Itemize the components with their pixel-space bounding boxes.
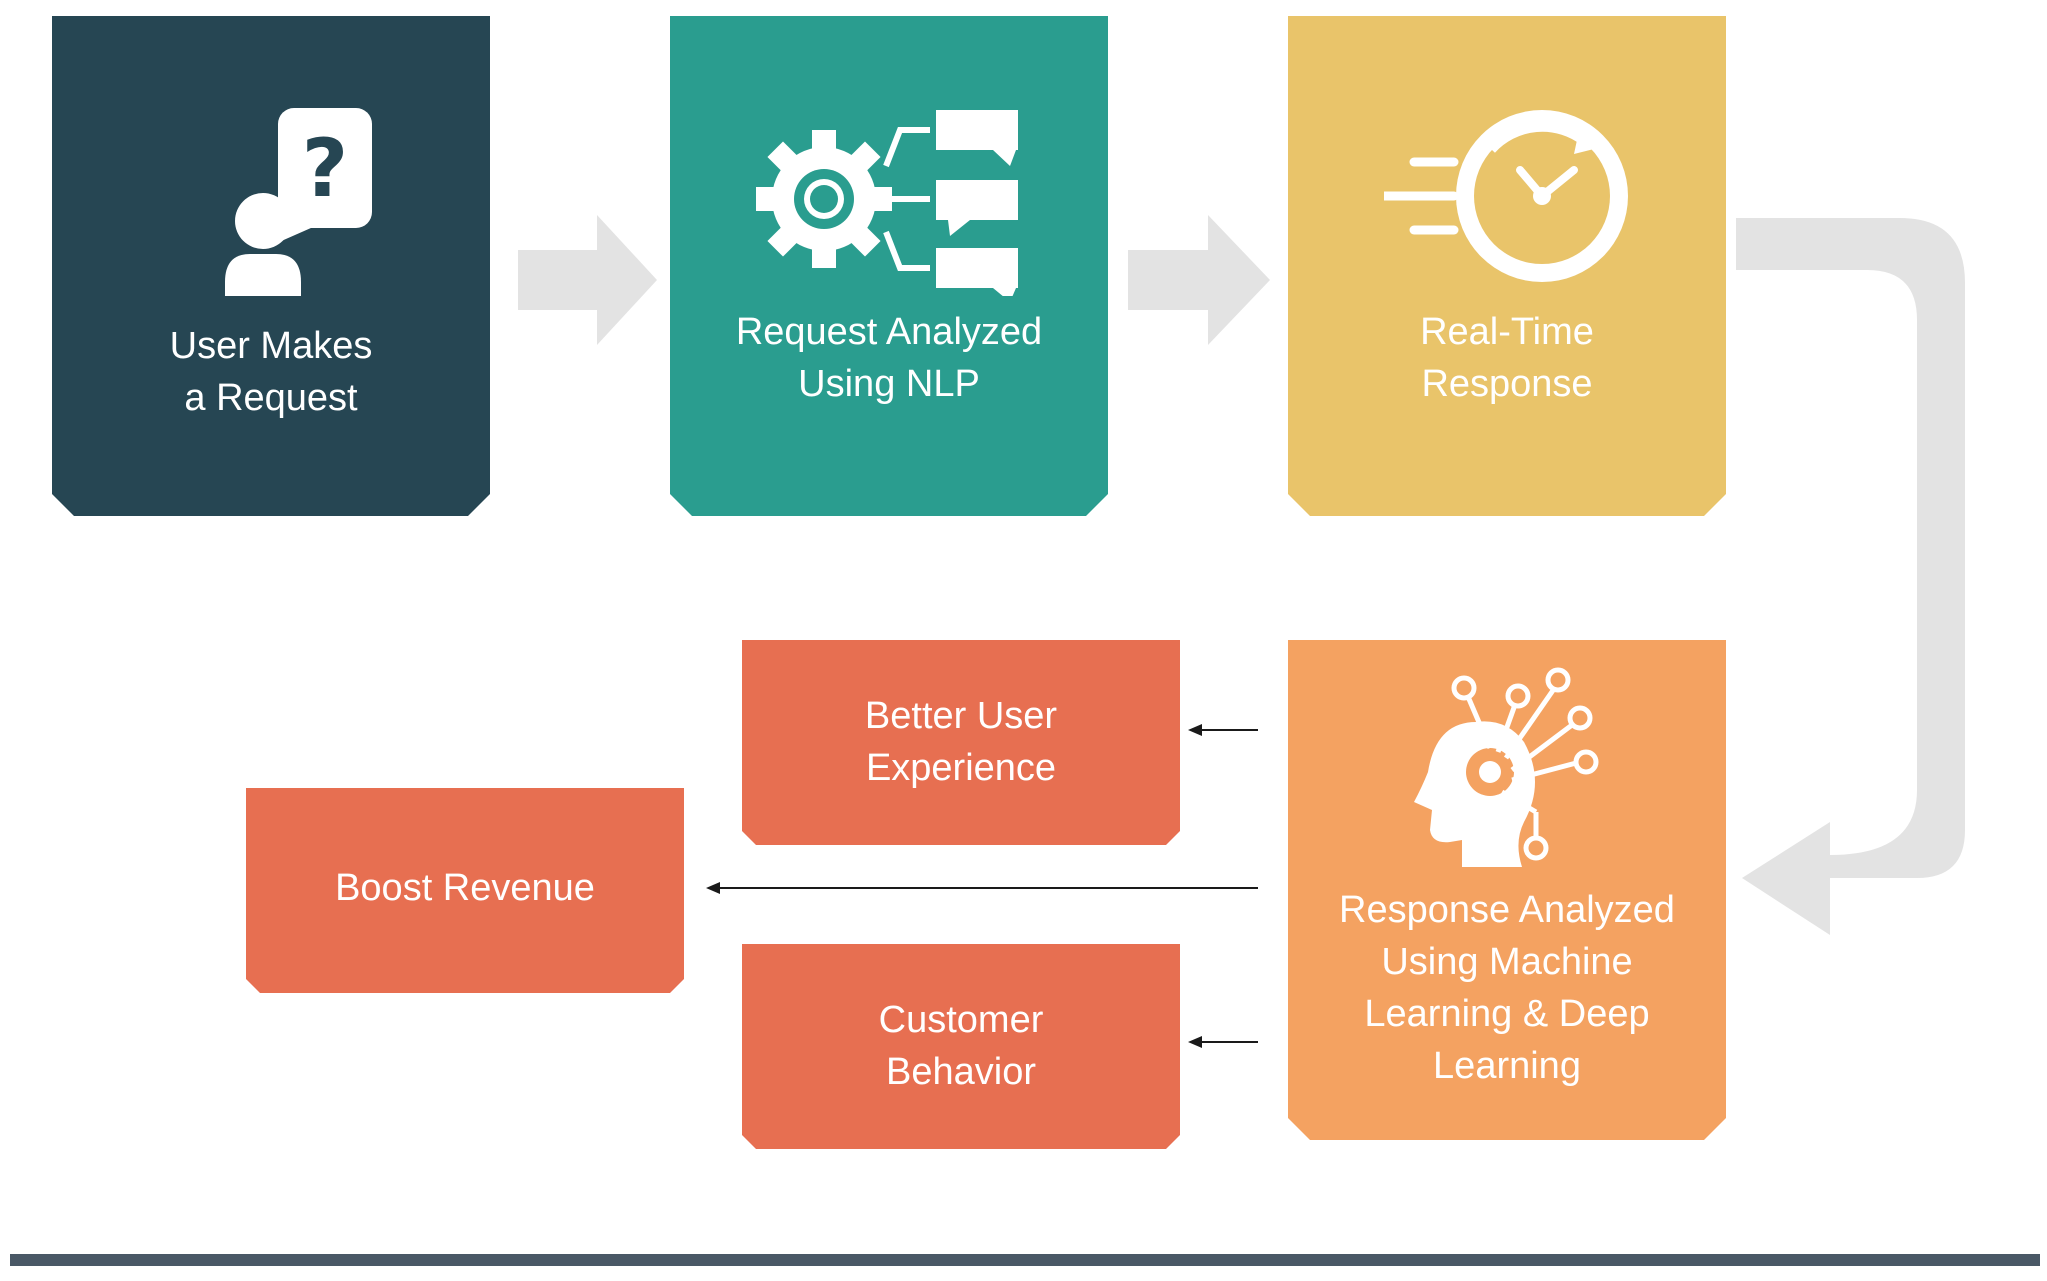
step-ml-analysis-label: Response Analyzed Using Machine Learning… bbox=[1339, 889, 1675, 1087]
bottom-divider bbox=[10, 1254, 2040, 1266]
outcome-revenue: Boost Revenue bbox=[246, 788, 684, 993]
stopwatch-icon bbox=[1384, 96, 1644, 306]
arrow-step1-to-step2 bbox=[518, 215, 657, 345]
step-user-request: ? User Makes a Request bbox=[52, 16, 490, 516]
step-nlp-analysis: Request Analyzed Using NLP bbox=[670, 16, 1108, 516]
arrow-to-behavior-head bbox=[1188, 1036, 1202, 1048]
arrow-to-experience-head bbox=[1188, 724, 1202, 736]
outcome-behavior: Customer Behavior bbox=[742, 944, 1180, 1149]
outcome-user-experience-label: Better User Experience bbox=[864, 695, 1058, 789]
outcome-revenue-label: Boost Revenue bbox=[335, 867, 595, 909]
u-turn-arrow bbox=[1736, 218, 1965, 935]
step-user-request-label: User Makes a Request bbox=[169, 325, 373, 419]
arrow-to-revenue-head bbox=[706, 882, 720, 894]
step-realtime-response-label: Real-Time Response bbox=[1420, 311, 1594, 405]
user-question-icon: ? bbox=[172, 86, 382, 296]
svg-text:?: ? bbox=[302, 122, 348, 215]
outcome-user-experience: Better User Experience bbox=[742, 640, 1180, 845]
ai-head-icon bbox=[1406, 662, 1606, 872]
step-ml-analysis: Response Analyzed Using Machine Learning… bbox=[1288, 640, 1726, 1140]
step-nlp-analysis-label: Request Analyzed Using NLP bbox=[735, 311, 1043, 405]
gear-chat-icon bbox=[748, 96, 1048, 296]
outcome-behavior-label: Customer Behavior bbox=[878, 999, 1044, 1093]
arrow-step2-to-step3 bbox=[1128, 215, 1270, 345]
step-realtime-response: Real-Time Response bbox=[1288, 16, 1726, 516]
